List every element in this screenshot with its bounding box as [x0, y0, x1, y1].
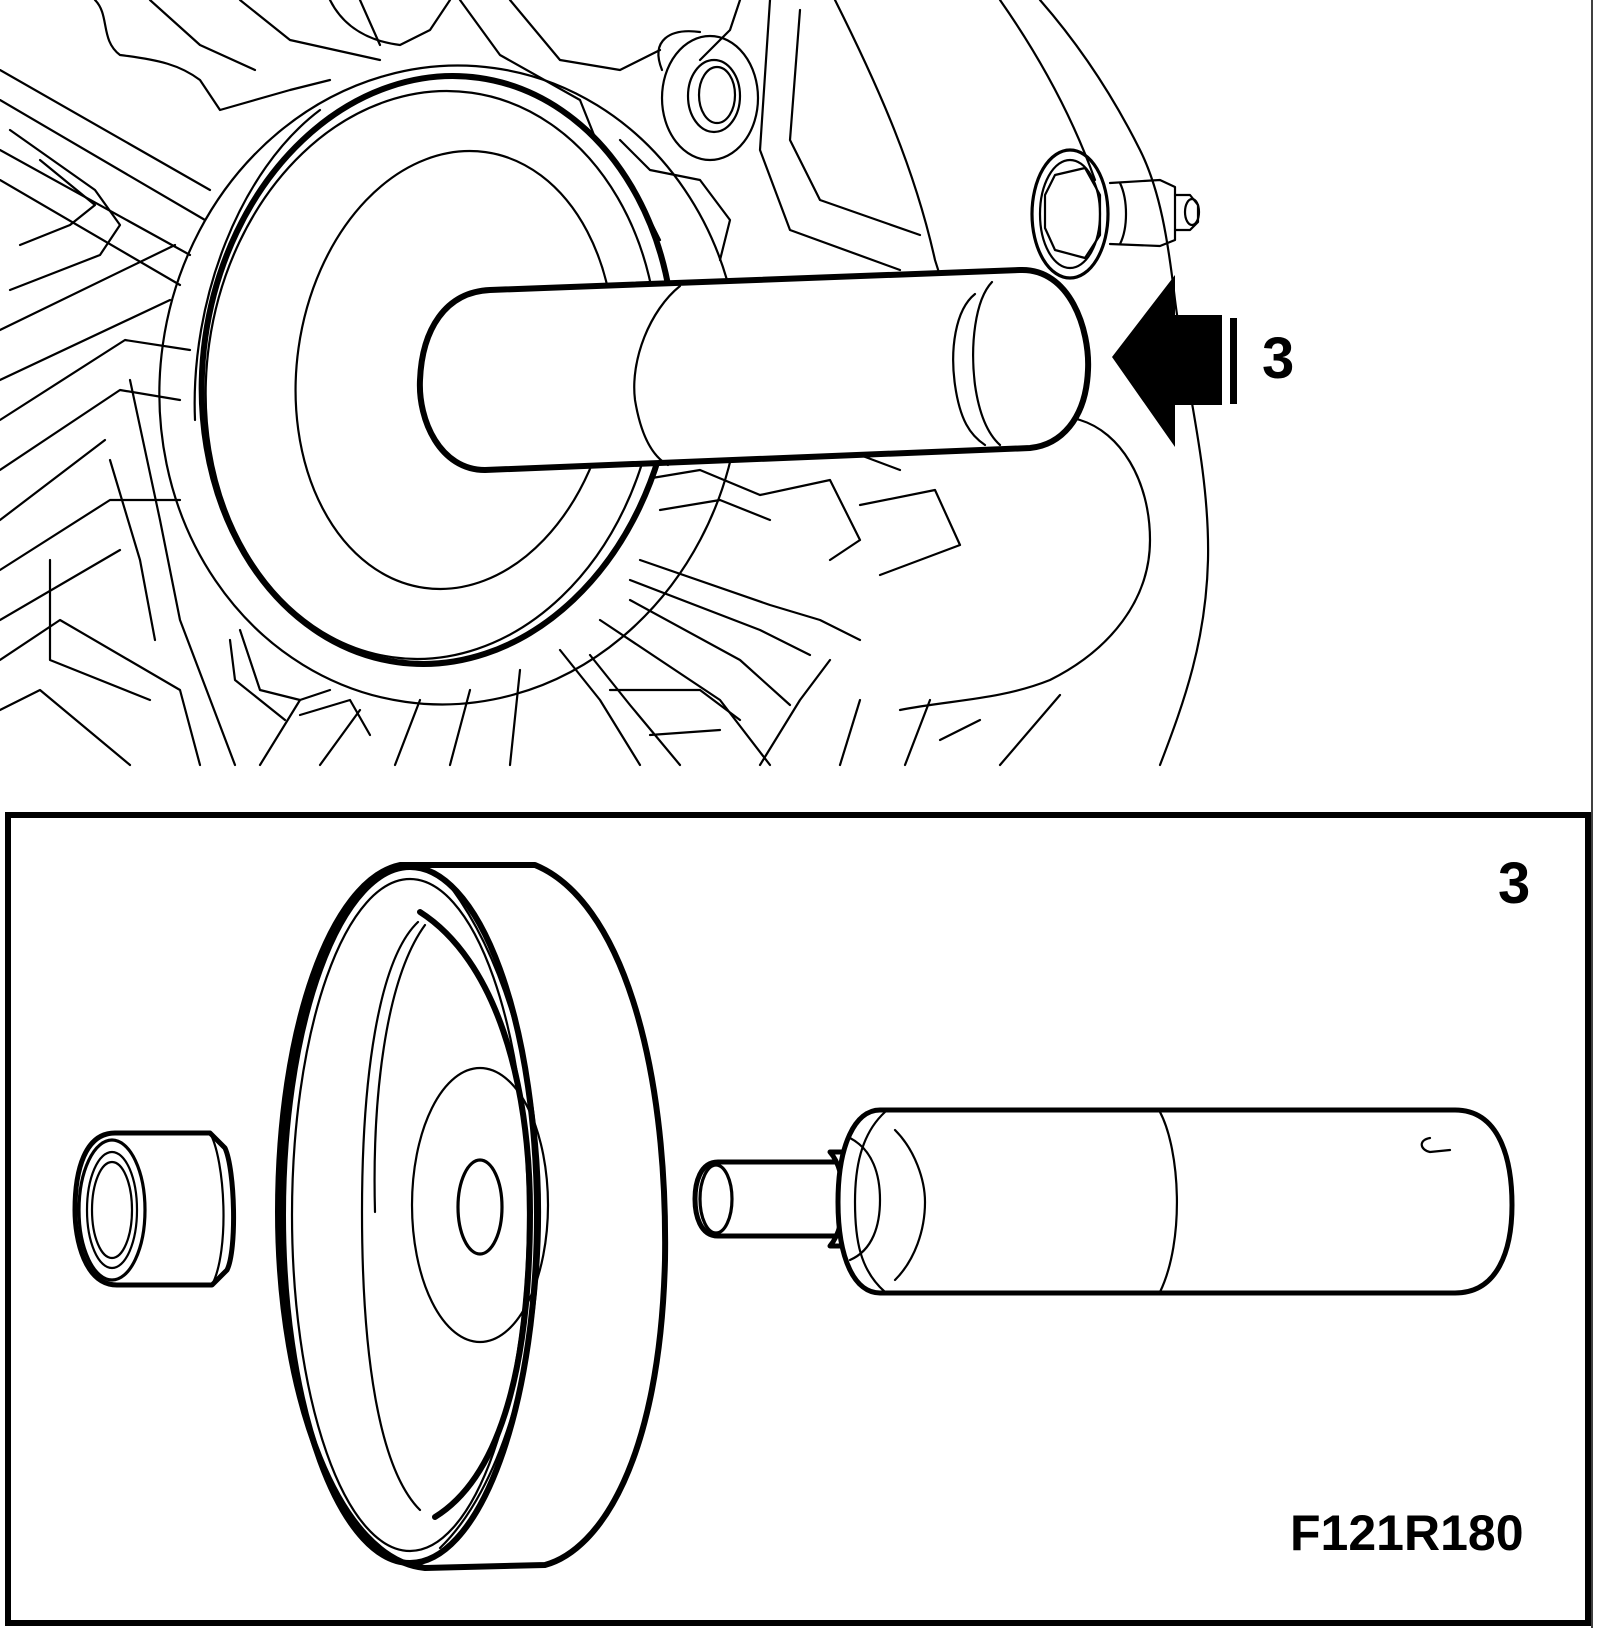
figure-code: F121R180: [1290, 1505, 1524, 1561]
housing-bolt: [1030, 148, 1201, 280]
tool-shaft: [692, 1107, 1515, 1296]
housing-boss: [657, 30, 760, 162]
arrow-icon: [1112, 275, 1237, 447]
tool-panel-frame: [5, 812, 1591, 1626]
callout-label: 3: [1262, 326, 1295, 391]
tool-bushing: [72, 1130, 237, 1288]
installer-shaft: [416, 266, 1092, 473]
tool-number-label: 3: [1498, 851, 1531, 916]
tool-disc: [275, 862, 669, 1571]
